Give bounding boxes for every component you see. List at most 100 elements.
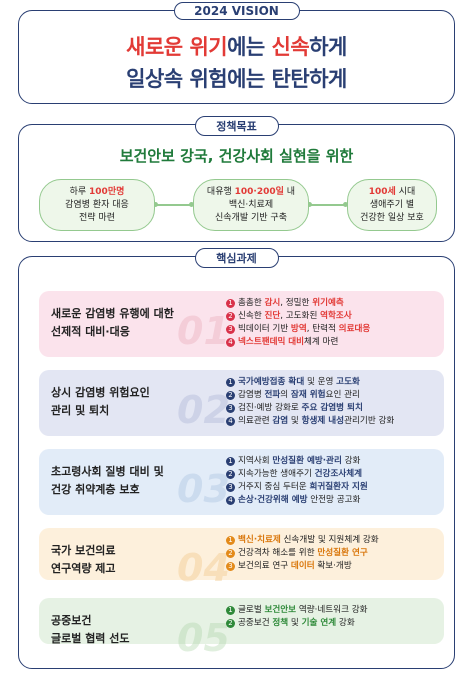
item-text: , 고도화된 <box>280 311 321 321</box>
item-text: 확보·개방 <box>314 561 352 571</box>
pill-text: 내 <box>283 187 296 197</box>
item-highlight: 대비 <box>288 337 305 347</box>
item-number-badge: 1 <box>226 378 235 387</box>
item-highlight: 만성질환 예방·관리 <box>272 456 342 466</box>
policy-goal-2-line-3: 신속개발 기반 구축 <box>215 213 287 223</box>
item-number-badge: 3 <box>226 562 235 571</box>
pill-highlight: 100만명 <box>89 187 125 197</box>
core-task-title-line: 상시 감염병 위험요인 <box>51 386 150 399</box>
core-task-title: 새로운 감염병 유행에 대한 선제적 대비·대응 <box>51 305 206 341</box>
item-text: 의 <box>280 390 291 400</box>
core-task-title-line: 선제적 대비·대응 <box>51 325 130 338</box>
vision-line-2-part: 하게 <box>309 67 347 91</box>
item-number-badge: 1 <box>226 606 235 615</box>
item-number-badge: 1 <box>226 536 235 545</box>
vision-line-2-part: 위험 <box>189 67 228 91</box>
pill-text: 대유행 <box>206 187 235 197</box>
core-task-title: 공중보건 글로벌 협력 선도 <box>51 612 206 648</box>
policy-goal-1-line-1: 하루 100만명 <box>40 186 154 199</box>
pill-text: 하루 <box>69 187 90 197</box>
core-task-title: 상시 감염병 위험요인 관리 및 퇴치 <box>51 384 206 420</box>
item-text: 및 <box>288 618 302 628</box>
item-highlight: 방역 <box>290 324 307 334</box>
item-highlight: 국가예방접종 확대 <box>238 377 305 387</box>
vision-line-2: 일상속 위험에는 탄탄하게 <box>19 63 454 93</box>
item-highlight: 전파 <box>264 390 281 400</box>
item-highlight: 주요 감염병 퇴치 <box>301 403 363 413</box>
item-text: 신속개발 및 지원체계 강화 <box>280 535 379 545</box>
item-highlight: 감염 <box>272 416 289 426</box>
item-text: 의료관련 <box>238 416 273 426</box>
vision-line-1-part: 하게 <box>309 35 347 59</box>
policy-goal-3-line-1: 100세 시대 <box>348 186 436 199</box>
item-highlight: 건강조사체계 <box>314 469 363 479</box>
item-number-badge: 4 <box>226 338 235 347</box>
item-highlight: 넥스트팬데믹 <box>238 337 286 347</box>
item-text: 검진·예방 강화로 <box>238 403 302 413</box>
item-number-badge: 3 <box>226 483 235 492</box>
core-task-title: 국가 보건의료 연구역량 제고 <box>51 542 206 578</box>
item-number-badge: 3 <box>226 404 235 413</box>
core-task-title-line: 공중보건 <box>51 614 92 627</box>
item-number-badge: 4 <box>226 417 235 426</box>
item-text: 및 <box>288 416 302 426</box>
item-text: 거주지 중심 두터운 <box>238 482 310 492</box>
item-number-badge: 2 <box>226 470 235 479</box>
pill-highlight: 100세 <box>368 187 396 197</box>
item-highlight: 정책 <box>272 618 289 628</box>
item-number-badge: 2 <box>226 312 235 321</box>
policy-goal-3: 100세 시대 생애주기 별 건강한 일상 보호 <box>347 179 437 231</box>
item-text: 촘촘한 <box>238 298 265 308</box>
item-highlight: 보건안보 <box>264 605 297 615</box>
policy-goal-3-line-3: 건강한 일상 보호 <box>360 213 424 223</box>
item-highlight: 역학조사 <box>320 311 352 321</box>
policy-goal-1-line-3: 전략 마련 <box>79 213 115 223</box>
item-text: 및 운영 <box>304 377 337 387</box>
item-text: 안전망 공고화 <box>307 495 361 505</box>
item-number-badge: 3 <box>226 325 235 334</box>
item-number-badge: 2 <box>226 391 235 400</box>
item-text: 감염병 <box>238 390 265 400</box>
vision-line-1: 새로운 위기에는 신속하게 <box>19 31 454 61</box>
core-task-title-line: 연구역량 제고 <box>51 562 116 575</box>
item-text: 강화 <box>341 456 361 466</box>
item-text: 지속가능한 생애주기 <box>238 469 315 479</box>
core-task-number: 04 <box>177 546 230 590</box>
item-highlight: 백신·치료제 <box>238 535 281 545</box>
core-task-number: 05 <box>177 616 230 660</box>
vision-line-1-part: 위기 <box>189 35 228 59</box>
policy-title: 보건안보 강국, 건강사회 실현을 위한 <box>119 147 354 165</box>
connector-dot <box>153 202 158 207</box>
connector-dot <box>343 202 348 207</box>
item-highlight: 고도화 <box>336 377 360 387</box>
item-number-badge: 4 <box>226 496 235 505</box>
item-text: 요인 관리 <box>325 390 360 400</box>
item-number-badge: 1 <box>226 299 235 308</box>
item-highlight: 만성질환 연구 <box>317 548 368 558</box>
item-text: 보건의료 연구 <box>238 561 291 571</box>
item-highlight: 손상·건강위해 예방 <box>238 495 308 505</box>
item-highlight: 희귀질환자 지원 <box>309 482 368 492</box>
policy-goal-2-line-1: 대유행 100·200일 내 <box>194 186 308 199</box>
vision-line-2-part: 에는 <box>227 67 272 91</box>
item-highlight: 의료대응 <box>338 324 371 334</box>
policy-goal-panel: 정책목표 보건안보 강국, 건강사회 실현을 위한 하루 100만명 감염병 환… <box>18 116 455 242</box>
pill-connector <box>309 204 345 206</box>
